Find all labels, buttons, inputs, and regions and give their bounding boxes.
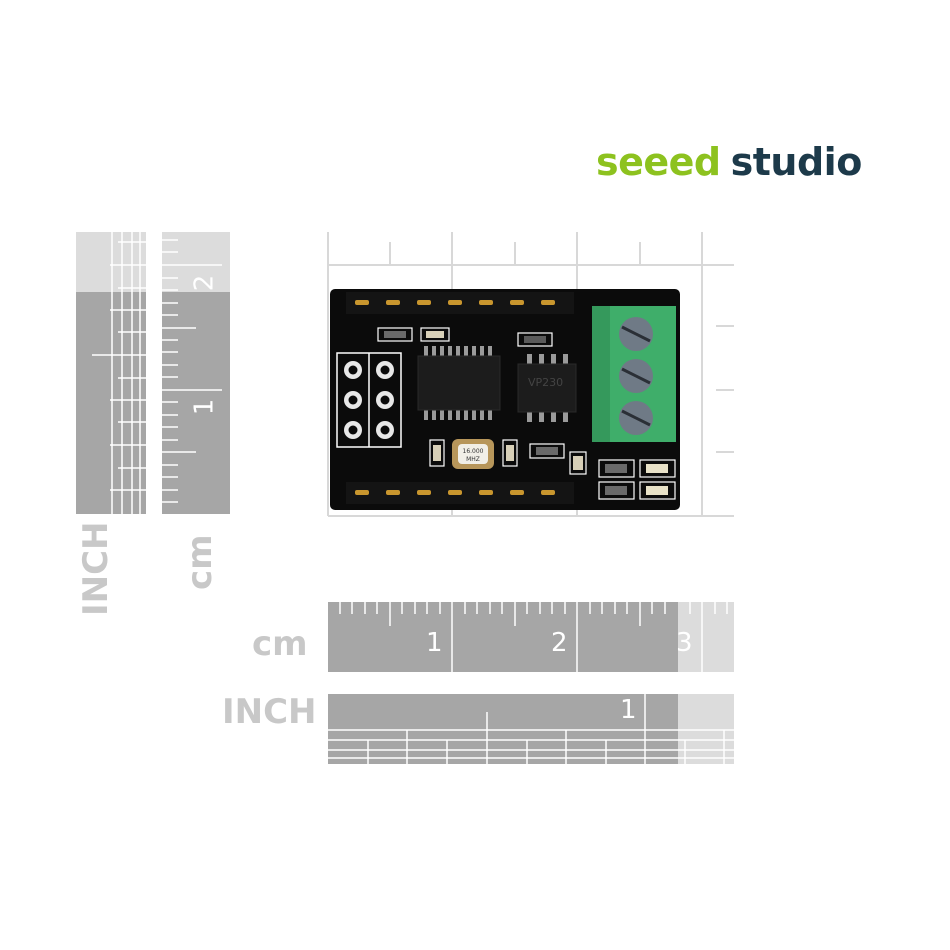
vertical-inch-label: INCH xyxy=(76,521,116,616)
vertical-cm-ruler xyxy=(162,232,230,514)
bottom-header-row xyxy=(346,482,574,504)
logo-part-studio: studio xyxy=(730,140,863,184)
top-header-row xyxy=(346,292,574,314)
vertical-cm-tick-2: 2 xyxy=(189,274,220,292)
vertical-cm-tick-1: 1 xyxy=(189,398,220,416)
transceiver-chip: VP230 xyxy=(517,354,577,422)
logo-part-seeed: seeed xyxy=(596,140,721,184)
ic2-marking: VP230 xyxy=(528,376,563,389)
controller-chip xyxy=(417,346,501,420)
vertical-inch-ruler xyxy=(76,232,146,514)
vertical-cm-label: cm xyxy=(180,534,220,590)
horizontal-inch-tick-1: 1 xyxy=(620,695,637,725)
horizontal-cm-label: cm xyxy=(252,624,308,664)
screw-terminal xyxy=(592,306,676,442)
vertical-inch-ticks xyxy=(92,232,146,514)
horizontal-cm-tick-1: 1 xyxy=(426,628,443,658)
svg-text:MHZ: MHZ xyxy=(466,456,480,463)
crystal-oscillator: 16.000 MHZ xyxy=(452,439,494,469)
passive-components xyxy=(377,327,676,500)
horizontal-cm-ruler xyxy=(328,602,734,672)
horizontal-cm-tick-2: 2 xyxy=(551,628,568,658)
horizontal-inch-ruler xyxy=(328,694,734,764)
icsp-header xyxy=(336,352,402,448)
pcb-board: VP230 16.000 MHZ xyxy=(330,289,680,510)
horizontal-cm-tick-3: 3 xyxy=(676,628,693,658)
svg-text:16.000: 16.000 xyxy=(463,448,484,455)
horizontal-inch-label: INCH xyxy=(222,692,317,732)
